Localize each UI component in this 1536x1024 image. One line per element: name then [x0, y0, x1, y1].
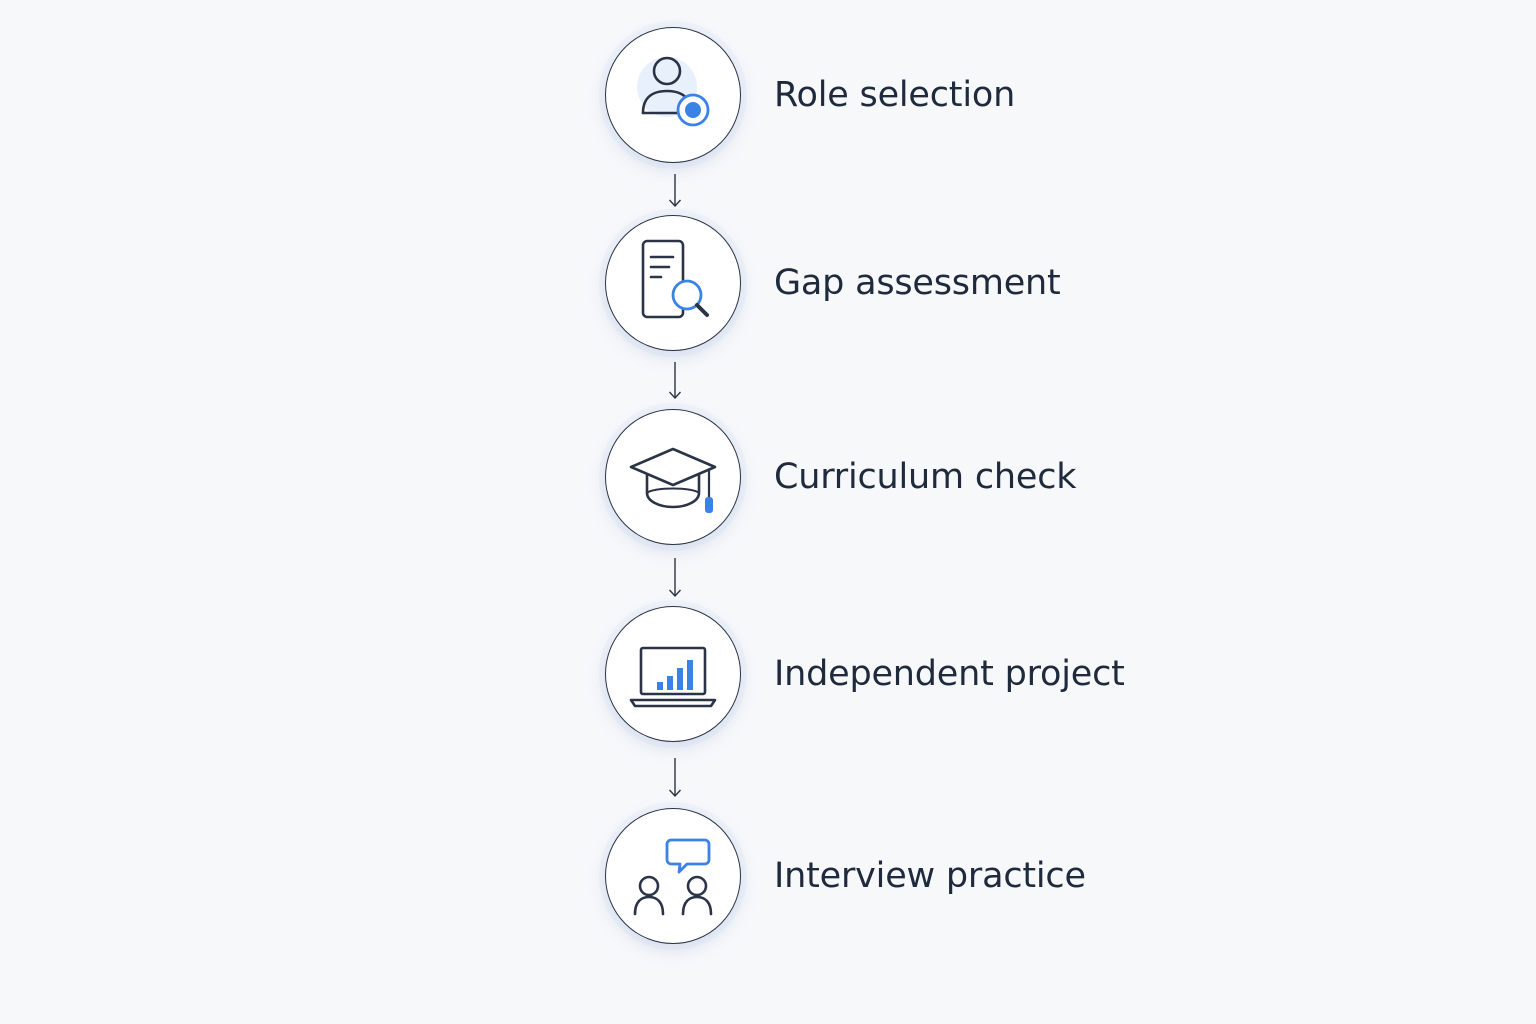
step-curriculum-check: Curriculum check [605, 409, 1305, 549]
step-label: Gap assessment [774, 263, 1061, 303]
step-interview-practice: Interview practice [605, 808, 1305, 948]
flow-arrow [667, 756, 683, 798]
step-node [605, 808, 741, 944]
step-gap-assessment: Gap assessment [605, 215, 1305, 355]
step-independent-project: Independent project [605, 606, 1305, 746]
step-label: Interview practice [774, 856, 1086, 896]
step-label: Curriculum check [774, 457, 1077, 497]
document-magnifier-icon [641, 239, 709, 319]
flow-arrow [667, 556, 683, 598]
flow-arrow [667, 360, 683, 400]
flow-arrow [667, 172, 683, 208]
step-node [605, 409, 741, 545]
person-target-icon [637, 56, 710, 127]
step-node [605, 215, 741, 351]
graduation-cap-icon [629, 447, 717, 513]
two-people-chat-icon [633, 838, 713, 916]
step-node [605, 27, 741, 163]
step-role-selection: Role selection [605, 27, 1305, 167]
step-label: Independent project [774, 654, 1125, 694]
step-node [605, 606, 741, 742]
laptop-chart-icon [629, 646, 717, 708]
step-label: Role selection [774, 75, 1016, 115]
